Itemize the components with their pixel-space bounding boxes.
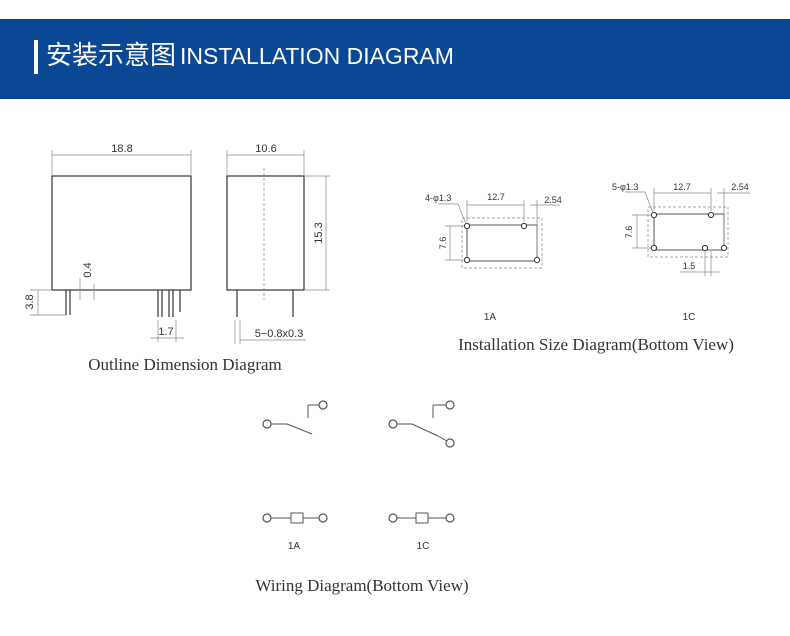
span-label-1a: 12.7 bbox=[487, 192, 505, 202]
hole-pattern-1c bbox=[653, 213, 725, 251]
hole bbox=[720, 244, 728, 252]
dim-pin-pitch: 1.7 bbox=[158, 326, 173, 338]
label-1c: 1C bbox=[683, 312, 696, 323]
terminal bbox=[262, 513, 272, 523]
terminal bbox=[262, 419, 272, 429]
offset-label-1c: 2.54 bbox=[731, 182, 749, 192]
dim-width: 18.8 bbox=[111, 143, 132, 155]
hole-pattern-1a bbox=[466, 224, 538, 262]
hole bbox=[533, 256, 541, 264]
front-view-body bbox=[51, 175, 192, 291]
wiring-caption: Wiring Diagram(Bottom View) bbox=[255, 576, 468, 595]
outline-caption: Outline Dimension Diagram bbox=[88, 355, 282, 374]
hole bbox=[520, 222, 528, 230]
holes-label-1a: 4-φ1.3 bbox=[425, 193, 451, 203]
dim-pin-length: 3.8 bbox=[24, 294, 36, 309]
wiring-contact-1a bbox=[262, 400, 328, 435]
terminal bbox=[388, 513, 398, 523]
hole bbox=[707, 211, 715, 219]
dim-height: 15.3 bbox=[313, 222, 325, 243]
page-title-zh: 安装示意图 bbox=[46, 41, 177, 71]
page-title-en: INSTALLATION DIAGRAM bbox=[180, 43, 454, 69]
hole bbox=[463, 222, 471, 230]
installation-diagram-1c: 5-φ1.3 12.7 2.54 7.6 1.5 1C bbox=[612, 182, 750, 323]
side-view-body bbox=[226, 175, 305, 291]
pcb-outline-1c bbox=[647, 206, 729, 258]
label-1a: 1A bbox=[484, 312, 497, 323]
terminal bbox=[445, 438, 455, 448]
height-label-1c: 7.6 bbox=[624, 226, 634, 239]
wiring-contact-1c bbox=[388, 400, 455, 448]
pcb-outline-1a bbox=[461, 217, 543, 269]
coil-icon bbox=[415, 512, 429, 524]
holes-label-1c: 5-φ1.3 bbox=[612, 182, 638, 192]
hole bbox=[650, 211, 658, 219]
terminal bbox=[318, 513, 328, 523]
terminal bbox=[388, 419, 398, 429]
front-view-pins bbox=[65, 290, 181, 317]
dim-depth: 10.6 bbox=[255, 143, 276, 155]
terminal bbox=[445, 513, 455, 523]
installation-diagram-1a: 4-φ1.3 12.7 2.54 7.6 1A bbox=[425, 192, 562, 323]
wiring-coil-1c bbox=[388, 512, 455, 524]
hole bbox=[650, 244, 658, 252]
height-label-1a: 7.6 bbox=[438, 237, 448, 250]
offset-label-1a: 2.54 bbox=[544, 195, 562, 205]
wiring-coil-1a bbox=[262, 512, 328, 524]
wiring-label-1c: 1C bbox=[417, 541, 430, 552]
dim-gap: 0.4 bbox=[82, 262, 94, 277]
terminal bbox=[445, 400, 455, 410]
dim-pin-size: 5−0.8x0.3 bbox=[255, 328, 304, 340]
wiring-label-1a: 1A bbox=[288, 541, 301, 552]
hole bbox=[701, 244, 709, 252]
terminal bbox=[318, 400, 328, 410]
banner-accent-bar bbox=[34, 40, 38, 74]
hole bbox=[463, 256, 471, 264]
span-label-1c: 12.7 bbox=[673, 182, 691, 192]
coil-icon bbox=[290, 512, 304, 524]
outline-diagram: 18.8 3.8 0.4 1.7 10.6 15.3 5−0.8x0. bbox=[24, 143, 330, 374]
extra-label-1c: 1.5 bbox=[683, 261, 696, 271]
installation-caption: Installation Size Diagram(Bottom View) bbox=[458, 335, 734, 354]
